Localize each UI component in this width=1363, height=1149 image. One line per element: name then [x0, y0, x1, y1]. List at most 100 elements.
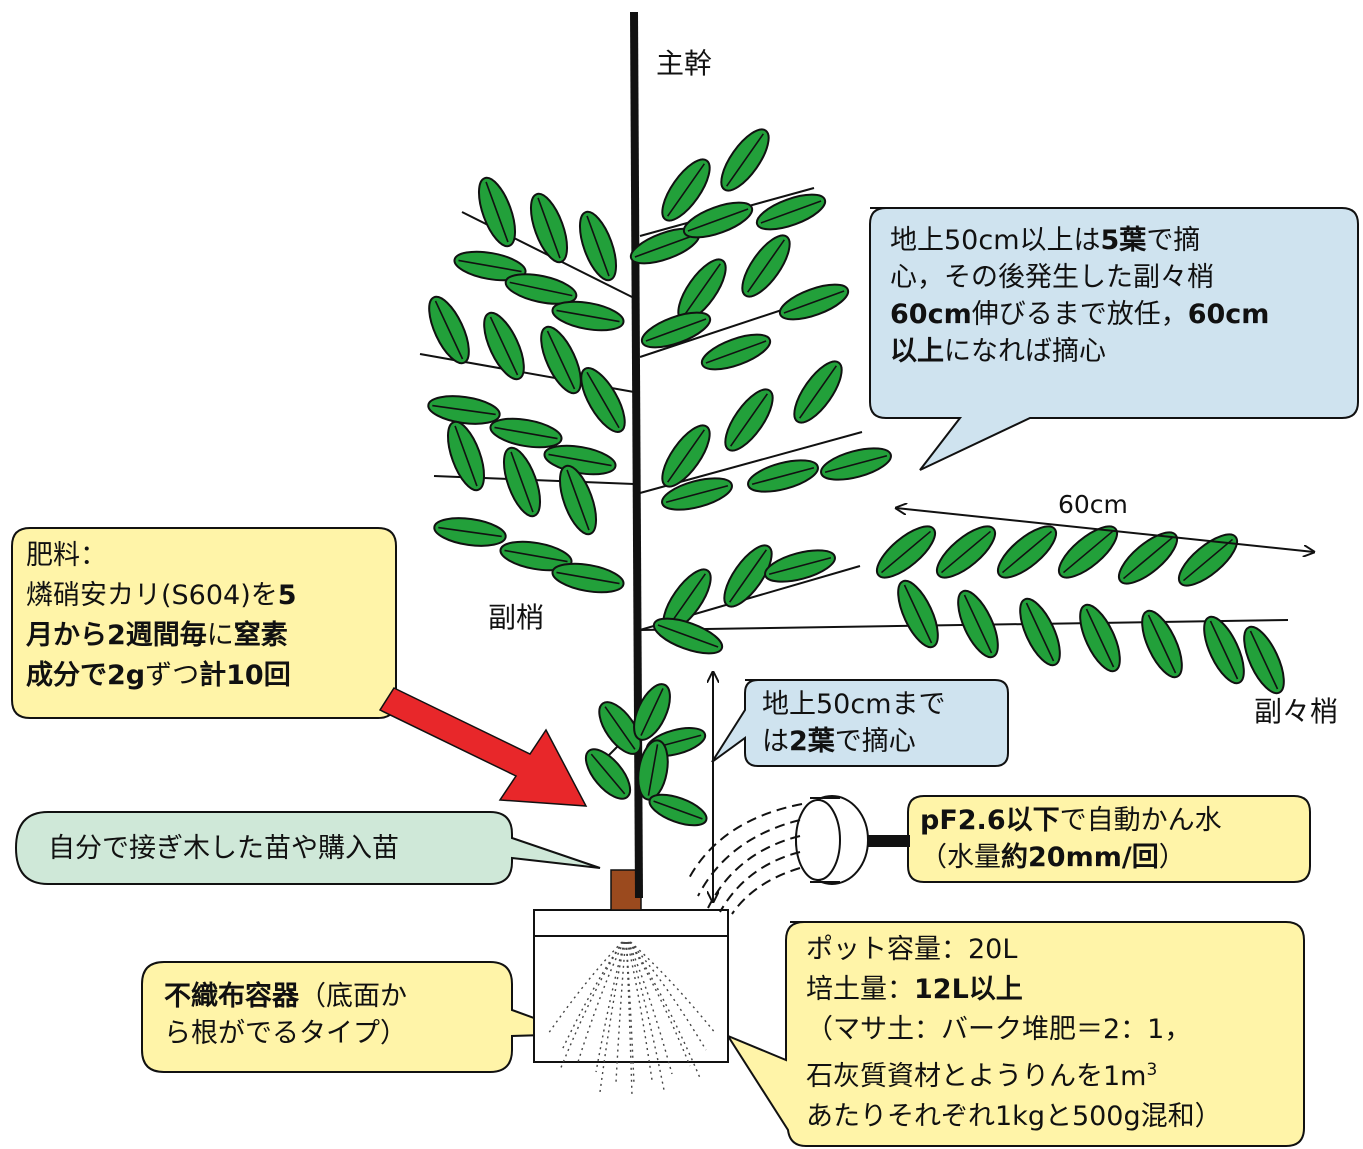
leaf [551, 300, 625, 332]
leaf-midrib [666, 429, 706, 483]
water-stream [707, 835, 801, 909]
leaf [1079, 603, 1121, 673]
leaf [633, 683, 671, 741]
leaf-midrib [537, 197, 561, 259]
root-strand [627, 941, 665, 1091]
leaf [793, 360, 843, 424]
callout-pinch-upper: 地上50cm以上は5葉で摘 心，その後発生した副々梢 60cm伸びるまで放任，6… [890, 225, 1270, 367]
leaf [875, 525, 937, 579]
leaf [428, 295, 470, 365]
leaf-midrib [729, 393, 769, 447]
leaf [453, 250, 527, 282]
leaf-midrib [824, 454, 888, 474]
leaf-midrib [783, 290, 845, 314]
leaf [661, 158, 711, 222]
root-strand [630, 941, 717, 1035]
leaf-midrib [725, 133, 765, 187]
root-strand [629, 941, 707, 1051]
leaf-midrib [432, 404, 496, 416]
label-60cm: 60cm [1058, 490, 1128, 519]
leaf-midrib [586, 371, 620, 429]
callout-bubble-pot [725, 921, 1305, 1147]
leaf-midrib [768, 556, 832, 576]
leaf-midrib [586, 215, 610, 277]
leaf-midrib [546, 330, 576, 390]
leaf-midrib [510, 451, 534, 513]
leaf-midrib [746, 239, 786, 293]
leaf-midrib [1085, 608, 1115, 668]
leaf [778, 283, 850, 321]
leaf-midrib [751, 466, 815, 486]
root-strand [615, 941, 627, 1083]
root-strand [629, 941, 701, 1079]
callout-bubble-irrigation [907, 795, 1311, 883]
leaf [648, 793, 708, 827]
leaf [935, 525, 997, 579]
leaf [682, 201, 754, 239]
callout-bubble-container [141, 961, 579, 1073]
callout-pinch-lower: 地上50cmまで は2葉で摘心 [762, 689, 946, 757]
nonwoven-pot [533, 909, 729, 1097]
leaf [652, 617, 724, 655]
callout-container: 不織布容器（底面か ら根がでるタイプ） [164, 981, 407, 1049]
leaf-midrib [657, 624, 719, 648]
main-trunk [630, 11, 643, 899]
leaf [580, 367, 626, 433]
leaf [1141, 609, 1183, 679]
root-strand [626, 941, 653, 1081]
leaf [1243, 625, 1285, 695]
leaf [1203, 615, 1245, 685]
leaf-midrib [566, 469, 590, 531]
leaf [720, 128, 770, 192]
leaf [446, 420, 486, 492]
callout-bubble-seedling [14, 811, 601, 885]
leaf [427, 395, 501, 425]
callout-bubble-fertilizer [11, 527, 397, 719]
leaf-midrib [1147, 614, 1177, 674]
sprinkler-icon [687, 795, 910, 915]
leaf-midrib [760, 200, 822, 224]
leaf-midrib [485, 181, 509, 243]
leaf [640, 311, 712, 349]
leaf-midrib [728, 549, 768, 603]
leaf [598, 701, 642, 755]
label-sub-lateral-shoot: 副々梢 [1254, 695, 1339, 728]
leaf [1177, 533, 1239, 587]
fertilizer-arrow [378, 687, 588, 807]
leaf-midrib [604, 706, 636, 750]
root-strand [595, 941, 626, 1073]
leaf [747, 459, 819, 493]
leaf-midrib [705, 340, 767, 364]
leaf [661, 424, 711, 488]
leaf-midrib [798, 365, 838, 419]
callout-bubble-pinch-upper [869, 207, 1359, 471]
water-spray [687, 803, 803, 915]
root-strand [625, 941, 633, 1097]
leaf-midrib [1249, 630, 1279, 690]
leaf [499, 540, 573, 572]
label-lateral-shoot: 副梢 [488, 601, 545, 634]
callout-seedling: 自分で接ぎ木した苗や購入苗 [48, 833, 399, 864]
leaf [724, 388, 774, 452]
leaf [477, 176, 517, 248]
label-main-trunk: 主幹 [656, 47, 713, 80]
leaves [427, 128, 1285, 827]
leaf [764, 549, 836, 583]
callout-bubble-pinch-lower [711, 679, 1009, 767]
leaf [996, 525, 1058, 579]
leaf-midrib [504, 549, 568, 563]
water-stream [731, 867, 801, 915]
leaf [489, 417, 563, 449]
leaf [700, 333, 772, 371]
leaf [723, 544, 773, 608]
leaf [543, 444, 617, 476]
length-60cm-arrow [896, 508, 1314, 552]
leaf [551, 562, 625, 594]
leaf [584, 748, 632, 800]
leaf [529, 192, 569, 264]
water-stream [697, 819, 801, 897]
leaf-midrib [489, 316, 519, 376]
callout-irrigation: pF2.6以下で自動かん水 （水量約20mm/回） [920, 805, 1222, 873]
water-stream [687, 803, 803, 881]
leaf [540, 325, 582, 395]
